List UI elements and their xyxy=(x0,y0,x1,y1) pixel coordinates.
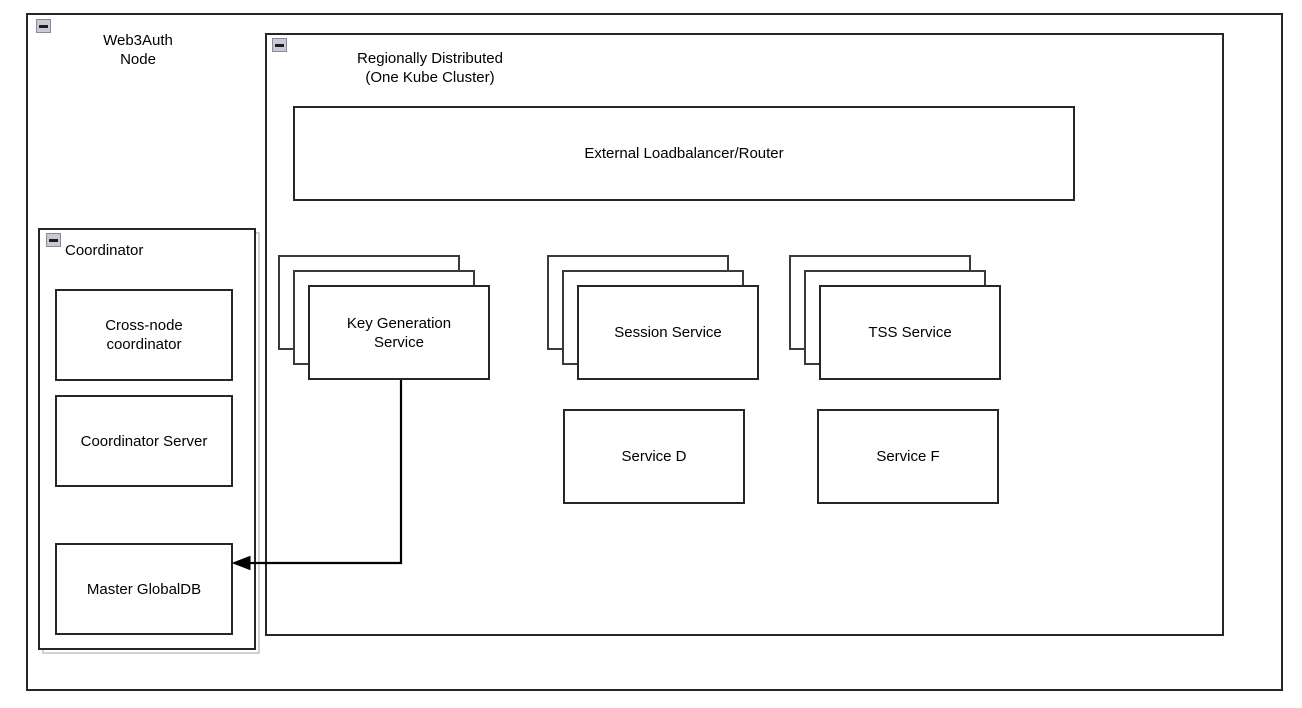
stack-layer-front[interactable]: Session Service xyxy=(577,285,759,380)
node-label: Coordinator Server xyxy=(80,432,208,450)
node-cross-node-coordinator[interactable]: Cross-node coordinator xyxy=(55,289,233,381)
container-title-web3auth-node: Web3Auth Node xyxy=(103,32,173,68)
node-stack-key-generation-service[interactable]: Key Generation Service xyxy=(278,255,490,380)
node-label: TSS Service xyxy=(868,324,952,341)
node-label: Session Service xyxy=(614,324,722,341)
node-external-loadbalancer-router[interactable]: External Loadbalancer/Router xyxy=(293,106,1075,201)
minus-icon-coordinator[interactable] xyxy=(46,233,61,247)
node-label: Service F xyxy=(876,448,940,465)
node-master-globaldb[interactable]: Master GlobalDB xyxy=(55,543,233,635)
minus-icon-kube-cluster[interactable] xyxy=(272,38,287,52)
node-service-f[interactable]: Service F xyxy=(817,409,999,504)
node-label: Master GlobalDB xyxy=(86,580,202,598)
node-stack-tss-service[interactable]: TSS Service xyxy=(789,255,1001,380)
container-title-coordinator: Coordinator xyxy=(65,242,144,259)
stack-layer-front[interactable]: Key Generation Service xyxy=(308,285,490,380)
node-label: Cross-node coordinator xyxy=(105,317,183,353)
node-label: External Loadbalancer/Router xyxy=(584,145,784,162)
node-label: Service D xyxy=(621,448,687,465)
stack-layer-front[interactable]: TSS Service xyxy=(819,285,1001,380)
container-title-kube-cluster: Regionally Distributed (One Kube Cluster… xyxy=(357,50,503,86)
node-coordinator-server[interactable]: Coordinator Server xyxy=(55,395,233,487)
node-label: Key Generation Service xyxy=(346,314,452,351)
node-stack-session-service[interactable]: Session Service xyxy=(547,255,759,380)
node-service-d[interactable]: Service D xyxy=(563,409,745,504)
minus-icon-web3auth-node[interactable] xyxy=(36,19,51,33)
